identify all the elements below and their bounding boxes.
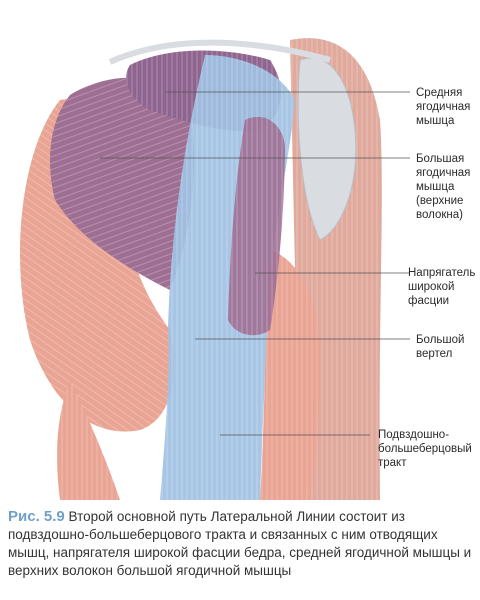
figure-number: Рис. 5.9	[8, 508, 65, 525]
label-gluteus-medius: Средняя ягодичная мышца	[416, 87, 471, 127]
label-gluteus-maximus: Большая ягодичная мышца (верхние волокна…	[416, 153, 471, 221]
label-it-tract: Подвздошно- большеберцовый тракт	[378, 429, 472, 469]
label-tfl: Напрягатель широкой фасции	[408, 267, 476, 307]
iliac-crest	[108, 39, 331, 65]
pelvis-bone-shape	[297, 57, 357, 241]
label-greater-trochanter: Большой вертел	[416, 334, 465, 360]
figure-caption: Рис. 5.9 Второй основной путь Латерально…	[8, 508, 474, 580]
caption-text: Второй основной путь Латеральной Линии с…	[8, 509, 472, 578]
hip-anatomy-illustration	[20, 38, 410, 500]
